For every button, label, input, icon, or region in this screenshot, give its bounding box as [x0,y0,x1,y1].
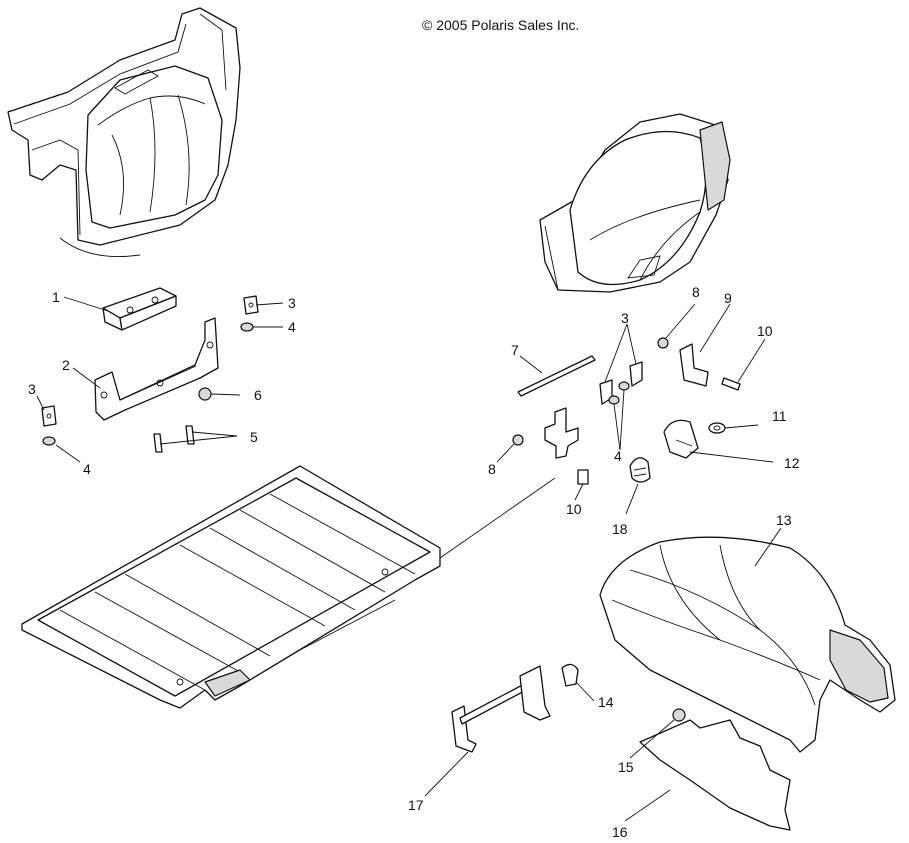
bolt-part-10-upper [721,377,741,391]
spring-part-18 [629,457,651,483]
seat-frame [21,465,441,709]
callout-4-upper: 4 [288,319,296,335]
rear-rack-seat-assembly [7,7,241,258]
bolt-part-10-lower [577,469,589,485]
callout-5: 5 [250,429,258,445]
callout-labels: 1 2 3 4 3 4 5 6 7 8 9 3 10 8 4 10 18 11 … [28,284,800,840]
nut-part-15 [672,708,686,722]
bolts-part-5 [153,425,195,453]
callout-4-right: 4 [614,448,622,464]
nut-part-4-upper [240,322,254,332]
rear-seat-back [539,113,731,293]
bracket-part-9 [679,343,709,387]
nut-part-4-lower [42,436,56,446]
callout-1: 1 [52,289,60,305]
bracket-assembly-center [544,407,579,459]
nut-part-8-upper [657,337,669,349]
callout-11: 11 [772,408,787,424]
callout-4-lower: 4 [83,461,91,477]
callout-9: 9 [724,290,732,306]
callout-13: 13 [776,512,792,528]
clip-part-3-upper [243,295,259,315]
clips-part-3-right [599,361,643,405]
washer-part-11 [708,422,726,434]
callout-8-upper: 8 [692,284,700,300]
leader-lines [36,296,782,822]
seat-base-part-16 [639,719,791,831]
copyright-text: © 2005 Polaris Sales Inc. [422,17,579,33]
callout-3-lower: 3 [28,381,36,397]
callout-7: 7 [511,342,519,358]
callout-8-lower: 8 [488,461,496,477]
callout-10-lower: 10 [566,501,582,517]
nut-part-6 [198,387,212,401]
callout-3-right: 3 [621,310,629,326]
bumper-part-14 [561,663,579,687]
latch-plate-part-1 [102,287,177,331]
nut-part-8-lower [512,434,524,446]
latch-part-12 [663,419,699,459]
main-seat-part-13 [599,536,896,753]
callout-12: 12 [784,455,800,471]
mount-bracket-part-2 [94,317,219,421]
callout-10-upper: 10 [757,323,773,339]
callout-3-upper: 3 [288,295,296,311]
callout-16: 16 [612,824,628,840]
rod-part-7 [517,355,596,397]
support-bracket-part-17 [451,665,551,753]
callout-14: 14 [598,694,614,710]
callout-15: 15 [618,759,634,775]
callout-18: 18 [612,521,628,537]
callout-17: 17 [408,797,424,813]
callout-6: 6 [254,387,262,403]
clip-part-3-lower [41,405,57,427]
callout-2: 2 [62,357,70,373]
